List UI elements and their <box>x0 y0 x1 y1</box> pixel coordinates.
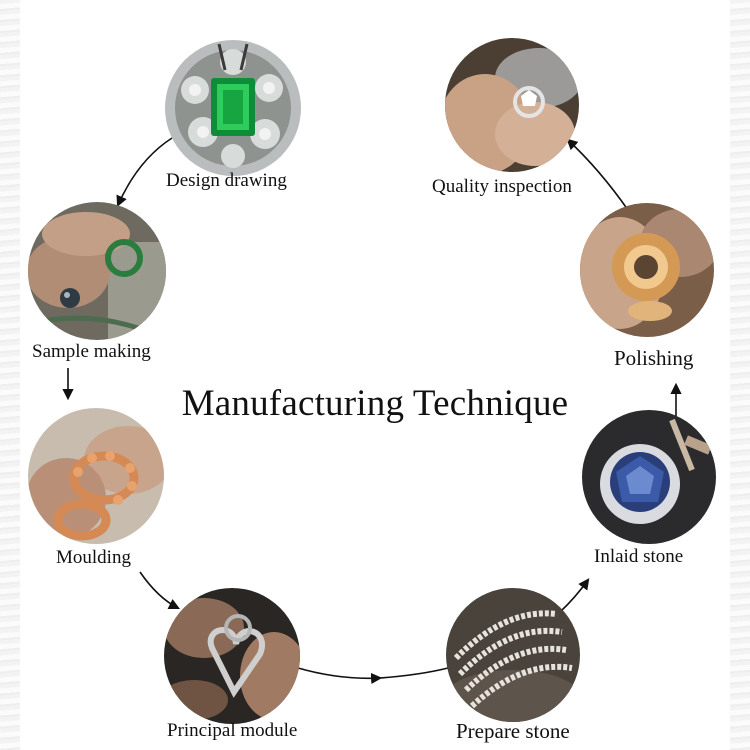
sapphire-setting-photo <box>582 410 716 544</box>
left-border-texture <box>0 0 20 750</box>
arrow-design-to-sample <box>116 137 173 208</box>
inlaid-stone-photo <box>582 410 716 544</box>
step-label-moulding: Moulding <box>56 547 131 568</box>
prepare-stone-photo <box>446 588 580 722</box>
step-label-principal-module: Principal module <box>167 720 298 741</box>
step-label-quality-inspection: Quality inspection <box>432 176 572 197</box>
arrow-moulding-to-principal <box>139 571 181 610</box>
arrow-principal-to-prepare <box>297 667 383 685</box>
design-drawing-photo <box>165 40 301 176</box>
step-label-polishing: Polishing <box>614 346 694 370</box>
diagram-title: Manufacturing Technique <box>181 383 569 424</box>
arrow-polishing-to-quality <box>566 138 629 211</box>
moulding-photo <box>28 408 164 544</box>
quality-inspection-photo <box>445 38 579 172</box>
step-label-prepare-stone: Prepare stone <box>456 719 570 743</box>
right-border-texture <box>730 0 750 750</box>
sample-making-photo <box>28 202 166 340</box>
diamond-band-rings-photo <box>446 588 580 722</box>
wax-ring-carving-photo <box>28 202 166 340</box>
step-label-sample-making: Sample making <box>32 341 151 362</box>
step-label-design-drawing: Design drawing <box>166 170 287 191</box>
diamond-ring-inspection-photo <box>445 38 579 172</box>
emerald-ring-photo <box>165 40 301 176</box>
polishing-photo <box>580 203 714 337</box>
metal-heart-ring-photo <box>164 588 300 724</box>
ring-polishing-photo <box>580 203 714 337</box>
arrow-prepare-to-inlaid <box>559 578 590 613</box>
step-label-inlaid-stone: Inlaid stone <box>594 546 684 567</box>
principal-module-photo <box>164 588 300 724</box>
wax-ring-mould-photo <box>28 408 164 544</box>
